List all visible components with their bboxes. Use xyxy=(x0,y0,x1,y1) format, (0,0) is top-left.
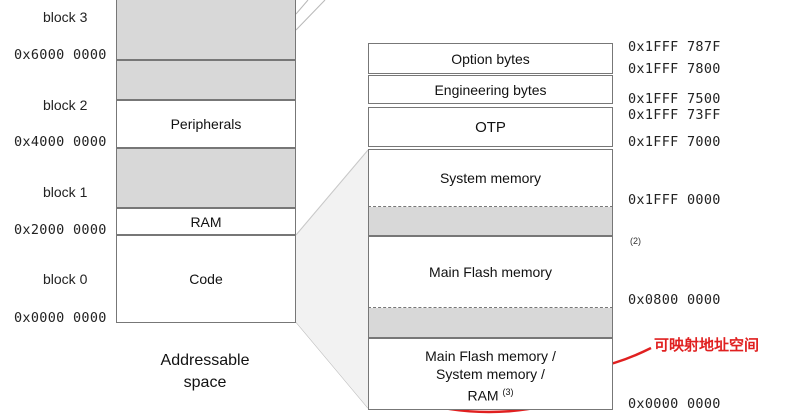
region-ram-label: RAM xyxy=(190,213,222,230)
region-system-memory: System memory xyxy=(368,149,613,207)
region-peripherals: Peripherals xyxy=(116,100,296,148)
block2-reserved xyxy=(116,60,296,100)
addr-0x08000000: 0x0800 0000 xyxy=(628,292,721,308)
zoom-funnel xyxy=(296,150,368,408)
block0-label: block 0 xyxy=(43,271,88,287)
region-otp-label: OTP xyxy=(475,118,506,136)
addressable-space-caption: Addressable space xyxy=(140,350,270,394)
caption-line1: Addressable xyxy=(160,352,250,369)
region-code: Code xyxy=(116,235,296,323)
region-peripherals-label: Peripherals xyxy=(170,116,242,132)
region-main-flash-label: Main Flash memory xyxy=(429,264,552,280)
addr-0x1fff7000: 0x1FFF 7000 xyxy=(628,134,721,150)
region-engineering-bytes: Engineering bytes xyxy=(368,75,613,104)
note-2: (2) xyxy=(630,236,641,246)
region-otp: OTP xyxy=(368,107,613,147)
addr-0x20000000: 0x2000 0000 xyxy=(14,222,107,238)
region-option-bytes: Option bytes xyxy=(368,43,613,74)
addr-0x1fff7800: 0x1FFF 7800 xyxy=(628,61,721,77)
block2-label: block 2 xyxy=(43,97,88,113)
aliased-line2: System memory / xyxy=(436,366,545,382)
block3-label: block 3 xyxy=(43,9,88,25)
region-code-label: Code xyxy=(189,271,223,287)
aliased-line3-wrap: RAM (3) xyxy=(369,383,612,405)
zoom-line-upper xyxy=(295,149,369,236)
aliased-note: (3) xyxy=(502,387,514,397)
zoom-line-top-left xyxy=(295,0,309,15)
addr-0x00000000-right: 0x0000 0000 xyxy=(628,396,721,412)
region-engineering-bytes-label: Engineering bytes xyxy=(434,81,547,98)
right-reserved-2 xyxy=(368,308,613,338)
addr-0x1fff0000: 0x1FFF 0000 xyxy=(628,192,721,208)
remappable-space-annotation: 可映射地址空间 xyxy=(654,336,760,354)
block1-label: block 1 xyxy=(43,184,88,200)
block3-reserved xyxy=(116,0,296,60)
addr-0x1fff787f: 0x1FFF 787F xyxy=(628,39,721,55)
region-option-bytes-label: Option bytes xyxy=(451,50,530,67)
addr-0x60000000: 0x6000 0000 xyxy=(14,47,107,63)
region-system-memory-label: System memory xyxy=(439,170,542,186)
right-reserved-1 xyxy=(368,207,613,236)
aliased-line1: Main Flash memory / xyxy=(425,348,556,364)
region-main-flash: Main Flash memory xyxy=(368,236,613,308)
zoom-line-top-right xyxy=(295,0,326,31)
addr-0x40000000: 0x4000 0000 xyxy=(14,134,107,150)
aliased-memory-text: Main Flash memory / System memory / RAM … xyxy=(369,347,612,405)
addr-0x1fff7500: 0x1FFF 7500 xyxy=(628,91,721,107)
aliased-line3: RAM xyxy=(467,387,499,404)
region-ram: RAM xyxy=(116,208,296,235)
block1-reserved xyxy=(116,148,296,208)
addr-0x1fff73ff: 0x1FFF 73FF xyxy=(628,107,721,123)
addr-0x00000000-left: 0x0000 0000 xyxy=(14,310,107,326)
region-aliased-memory: Main Flash memory / System memory / RAM … xyxy=(368,338,613,410)
caption-line2: space xyxy=(183,374,227,391)
